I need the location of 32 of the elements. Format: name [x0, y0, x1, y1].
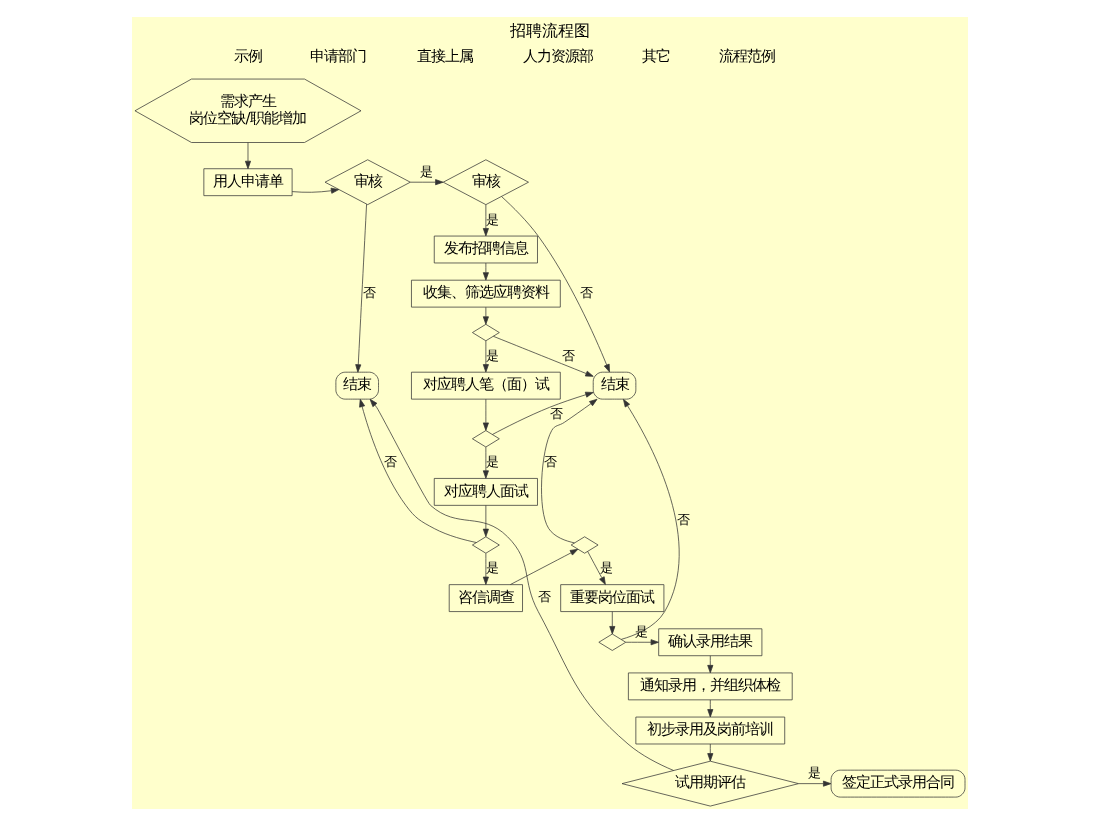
arrow [707, 743, 714, 762]
arrow [409, 179, 444, 186]
node-diamond [598, 633, 627, 651]
diagram-title: 招聘流程图 [510, 20, 590, 41]
arrow [482, 505, 489, 537]
arrow [482, 204, 489, 237]
node-diamond [472, 323, 500, 342]
arrow [482, 398, 489, 431]
arrow [707, 699, 714, 718]
arrow [355, 203, 367, 373]
node-diamond [472, 430, 500, 448]
arrow [482, 446, 489, 479]
arrow [492, 335, 594, 377]
arrow [620, 398, 680, 640]
arrow [482, 306, 489, 325]
arrow [625, 639, 659, 646]
arrow [369, 398, 674, 771]
arrow [482, 262, 489, 281]
arrow [492, 391, 594, 435]
arrow [587, 551, 606, 585]
arrow [291, 187, 340, 194]
arrow [707, 655, 714, 674]
arrow [482, 553, 489, 585]
arrow [541, 398, 598, 544]
arrow [609, 611, 616, 635]
node-diamond [472, 536, 500, 554]
arrow [510, 548, 579, 585]
arrow [798, 780, 832, 787]
arrow [482, 340, 489, 373]
arrow [359, 398, 477, 543]
arrow [501, 196, 610, 373]
arrow [245, 142, 251, 170]
